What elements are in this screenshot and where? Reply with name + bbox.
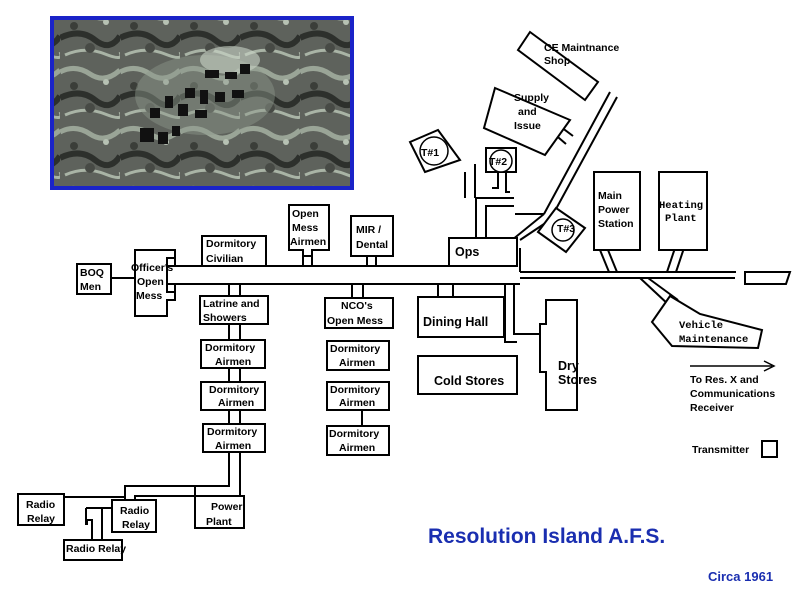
svg-text:Dormitory: Dormitory bbox=[205, 342, 255, 354]
svg-text:Communications: Communications bbox=[690, 388, 775, 400]
svg-text:Issue: Issue bbox=[514, 120, 541, 132]
dormitory-airmen-b3: Dormitory Airmen bbox=[326, 425, 390, 456]
ce-shop: CE Maintnance Shop bbox=[516, 30, 619, 102]
diagram-date: Circa 1961 bbox=[708, 569, 773, 584]
svg-text:Main: Main bbox=[598, 190, 622, 202]
dormitory-airmen-a2: Dormitory Airmen bbox=[200, 381, 266, 411]
corridor-end-marker bbox=[744, 271, 792, 285]
tank-t3: T#3 bbox=[536, 206, 587, 254]
svg-text:T#1: T#1 bbox=[421, 147, 439, 159]
tank-t2: T#2 bbox=[485, 147, 517, 173]
dry-stores: Dry Stores bbox=[539, 299, 597, 411]
svg-text:Open Mess: Open Mess bbox=[327, 315, 383, 327]
vehicle-maintenance: Vehicle Maintenance bbox=[650, 294, 764, 350]
boq-men: BOQ Men bbox=[76, 263, 135, 295]
transmitter-note: Transmitter bbox=[692, 440, 778, 458]
svg-text:Mess: Mess bbox=[292, 222, 318, 234]
svg-text:Dental: Dental bbox=[356, 239, 388, 251]
svg-text:Airmen: Airmen bbox=[339, 442, 375, 454]
to-res-x-note: To Res. X and Communications Receiver bbox=[690, 360, 776, 414]
latrine-and-showers: Latrine and Showers bbox=[199, 295, 269, 325]
svg-text:BOQ: BOQ bbox=[80, 267, 104, 279]
svg-text:Airmen: Airmen bbox=[218, 397, 254, 409]
svg-text:Supply: Supply bbox=[514, 92, 549, 104]
svg-text:Maintenance: Maintenance bbox=[679, 334, 748, 346]
svg-text:Heating: Heating bbox=[659, 200, 703, 212]
svg-text:Dormitory: Dormitory bbox=[329, 428, 379, 440]
dining-hall: Dining Hall bbox=[417, 296, 505, 338]
nco-open-mess: NCO's Open Mess bbox=[324, 297, 394, 329]
diagram-title: Resolution Island A.F.S. bbox=[428, 525, 665, 548]
supply-and-issue: Supply and Issue bbox=[482, 86, 572, 157]
svg-text:Mess: Mess bbox=[136, 290, 162, 302]
svg-text:Radio Relay: Radio Relay bbox=[66, 543, 126, 555]
svg-text:Airmen: Airmen bbox=[339, 397, 375, 409]
power-plant: Power Plant bbox=[194, 495, 245, 529]
svg-text:Latrine and: Latrine and bbox=[203, 298, 260, 310]
svg-text:Dormitory: Dormitory bbox=[207, 426, 257, 438]
svg-text:To Res. X and: To Res. X and bbox=[690, 374, 759, 386]
svg-text:T#2: T#2 bbox=[489, 156, 507, 168]
open-mess-airmen: Open Mess Airmen bbox=[288, 204, 330, 257]
svg-text:Airmen: Airmen bbox=[215, 356, 251, 368]
svg-text:and: and bbox=[518, 106, 537, 118]
svg-text:Dormitory: Dormitory bbox=[330, 384, 380, 396]
svg-text:NCO's: NCO's bbox=[341, 300, 373, 312]
radio-relay-2: Radio Relay bbox=[111, 499, 157, 533]
officers-open-mess: Officer's Open Mess bbox=[131, 249, 176, 317]
svg-text:Airmen: Airmen bbox=[339, 357, 375, 369]
svg-text:Receiver: Receiver bbox=[690, 402, 734, 414]
svg-text:T#3: T#3 bbox=[557, 223, 575, 235]
svg-text:Dormitory: Dormitory bbox=[330, 343, 380, 355]
svg-text:Airmen: Airmen bbox=[290, 236, 326, 248]
svg-text:Shop: Shop bbox=[544, 55, 570, 67]
main-power-station: Main Power Station bbox=[593, 171, 641, 251]
svg-text:Dining Hall: Dining Hall bbox=[423, 315, 488, 329]
heating-plant: Heating Plant bbox=[658, 171, 708, 251]
svg-text:Vehicle: Vehicle bbox=[679, 320, 723, 332]
tank-t1: T#1 bbox=[408, 128, 462, 174]
svg-text:MIR /: MIR / bbox=[356, 224, 381, 236]
svg-text:Plant: Plant bbox=[206, 516, 232, 528]
svg-text:Open: Open bbox=[292, 208, 319, 220]
svg-text:Station: Station bbox=[598, 218, 634, 230]
cold-stores: Cold Stores bbox=[417, 355, 518, 395]
dormitory-airmen-b1: Dormitory Airmen bbox=[326, 340, 390, 371]
svg-text:Radio: Radio bbox=[120, 505, 149, 517]
svg-text:Power: Power bbox=[211, 501, 243, 513]
svg-text:Cold Stores: Cold Stores bbox=[434, 374, 504, 388]
svg-text:CE Maintnance: CE Maintnance bbox=[544, 42, 619, 54]
svg-text:Radio: Radio bbox=[26, 499, 55, 511]
dormitory-airmen-b2: Dormitory Airmen bbox=[326, 381, 390, 411]
dormitory-airmen-a3: Dormitory Airmen bbox=[202, 423, 266, 453]
dormitory-civilian: Dormitory Civilian bbox=[201, 235, 267, 267]
svg-text:Showers: Showers bbox=[203, 312, 247, 324]
svg-text:Power: Power bbox=[598, 204, 630, 216]
radio-relay-3: Radio Relay bbox=[63, 539, 126, 561]
svg-text:Stores: Stores bbox=[558, 373, 597, 387]
svg-text:Airmen: Airmen bbox=[215, 440, 251, 452]
svg-text:Relay: Relay bbox=[122, 519, 150, 531]
svg-text:Officer's: Officer's bbox=[131, 262, 173, 274]
svg-text:Relay: Relay bbox=[27, 513, 55, 525]
svg-text:Plant: Plant bbox=[665, 213, 697, 225]
svg-text:Dry: Dry bbox=[558, 359, 579, 373]
aerial-photo bbox=[50, 16, 354, 190]
radio-relay-1: Radio Relay bbox=[17, 493, 65, 526]
svg-text:Civilian: Civilian bbox=[206, 253, 243, 265]
svg-text:Transmitter: Transmitter bbox=[692, 444, 749, 456]
svg-text:Dormitory: Dormitory bbox=[206, 238, 256, 250]
dormitory-airmen-a1: Dormitory Airmen bbox=[200, 339, 266, 369]
ops: Ops bbox=[448, 237, 518, 267]
mir-dental: MIR / Dental bbox=[350, 215, 394, 257]
svg-text:Open: Open bbox=[137, 276, 164, 288]
svg-text:Ops: Ops bbox=[455, 245, 479, 259]
svg-text:Men: Men bbox=[80, 281, 101, 293]
svg-text:Dormitory: Dormitory bbox=[209, 384, 259, 396]
